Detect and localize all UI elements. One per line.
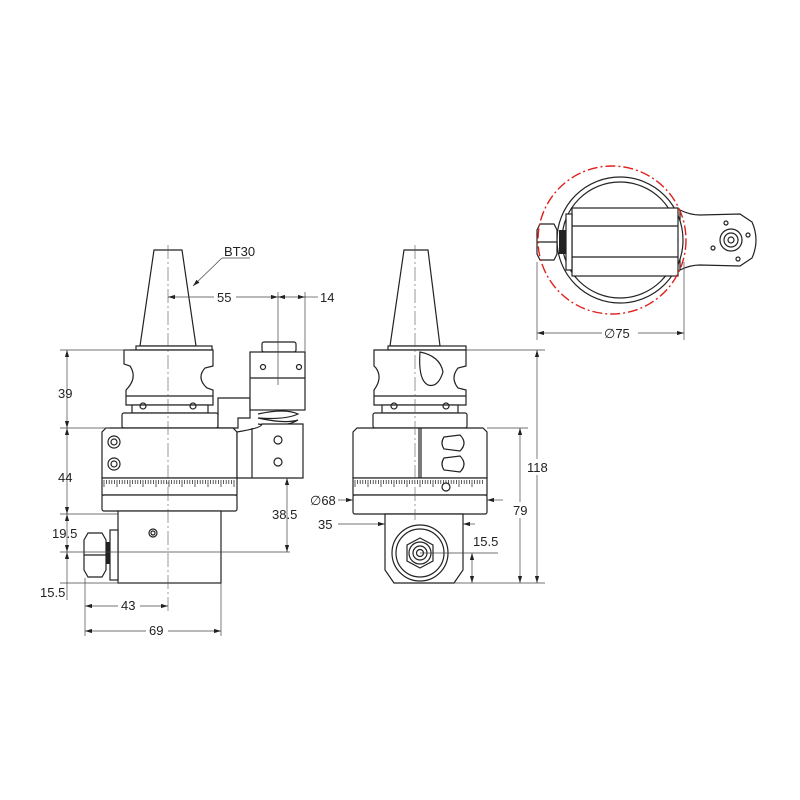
front-view: 118 79 ∅68 35 15.5 xyxy=(310,245,548,584)
flange xyxy=(123,349,214,406)
clamp-arm xyxy=(679,209,757,271)
dim-35: 35 xyxy=(318,517,332,532)
spring-icon xyxy=(257,410,300,426)
dim-69: 69 xyxy=(149,623,163,638)
top-view: ∅75 xyxy=(536,165,757,341)
clamp-cap xyxy=(261,341,297,353)
lower-ring xyxy=(101,494,238,512)
dim-dia-68: ∅68 xyxy=(310,493,336,508)
dim-43: 43 xyxy=(121,598,135,613)
base-ring xyxy=(121,412,219,429)
reference-circle xyxy=(537,165,687,315)
dim-55: 55 xyxy=(217,290,231,305)
dim-118: 118 xyxy=(527,460,548,475)
dim-19-5: 19.5 xyxy=(52,526,77,541)
dim-79: 79 xyxy=(513,503,527,518)
housing-block xyxy=(571,207,679,277)
dim-44: 44 xyxy=(58,470,72,485)
dim-38-5: 38.5 xyxy=(272,507,297,522)
dim-15-5-front: 15.5 xyxy=(473,534,498,549)
bt30-label: BT30 xyxy=(224,244,255,259)
dim-39: 39 xyxy=(58,386,72,401)
housing-body xyxy=(101,427,238,479)
output-housing xyxy=(117,510,222,584)
clamp-block xyxy=(249,351,306,411)
screw-icon xyxy=(189,402,197,410)
screw-icon xyxy=(139,402,147,410)
side-view: 39 44 19.5 15.5 38.5 43 69 55 14 BT30 xyxy=(40,244,334,638)
flange xyxy=(373,349,467,406)
housing-extension xyxy=(236,423,304,479)
stop-block xyxy=(217,397,251,429)
drive-key xyxy=(419,351,444,387)
housing-body xyxy=(352,427,488,479)
dim-14: 14 xyxy=(320,290,334,305)
dim-15-5-side: 15.5 xyxy=(40,585,65,600)
output-flange xyxy=(109,529,119,581)
dim-dia-75: ∅75 xyxy=(604,326,630,341)
